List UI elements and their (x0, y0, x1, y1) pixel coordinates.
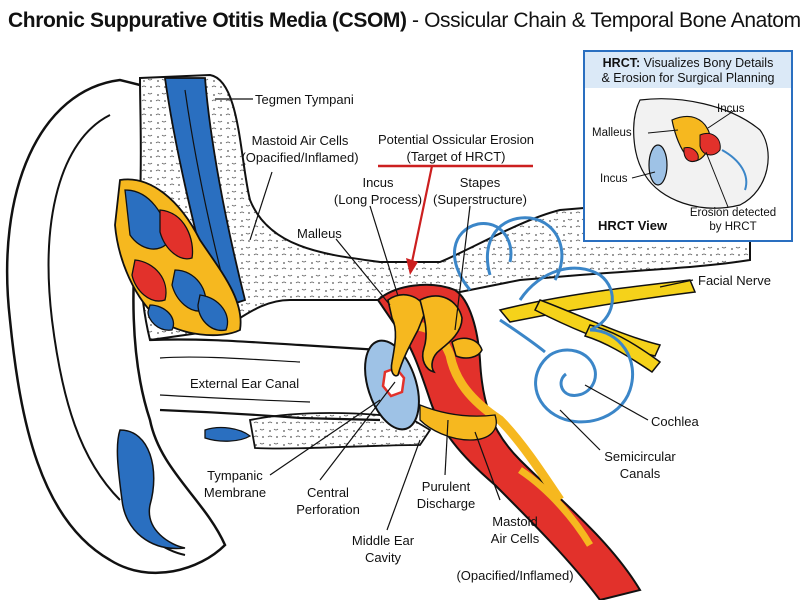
inset-erosion-label-1: Erosion detected (690, 207, 776, 219)
label-semicircular-2: Canals (620, 466, 661, 481)
label-incus-2: (Long Process) (334, 192, 422, 207)
inset-erosion-spot-2 (683, 147, 699, 162)
inset-view-label: HRCT View (598, 218, 668, 233)
inset-inner-ear (721, 149, 748, 191)
title-rest: - Ossicular Chain & Temporal Bone Anatom… (406, 9, 800, 32)
inset-label-incus-left: Incus (600, 173, 628, 185)
label-mastoid-top-1: Mastoid Air Cells (252, 133, 349, 148)
inset-header-line1: HRCT: Visualizes Bony Details (603, 56, 774, 70)
inset-ossicle (671, 115, 711, 162)
erosion-indicator (378, 164, 533, 275)
inset-header-bold: HRCT: (603, 56, 641, 70)
inset-erosion-spot (699, 133, 721, 156)
label-central-2: Perforation (296, 502, 360, 517)
stapes-bone (451, 337, 483, 359)
label-erosion-1: Potential Ossicular Erosion (378, 132, 534, 147)
label-central-1: Central (307, 485, 349, 500)
inset-label-malleus: Malleus (592, 127, 632, 139)
label-erosion-2: (Target of HRCT) (407, 149, 506, 164)
label-stapes-1: Stapes (460, 175, 501, 190)
label-tympanic-1: Tympanic (207, 468, 263, 483)
label-semicircular-1: Semicircular (604, 449, 676, 464)
mastoid-air-cells-upper (114, 178, 242, 337)
hrct-inset: HRCT: Visualizes Bony Details & Erosion … (583, 50, 793, 242)
facial-nerve (498, 279, 697, 374)
inset-membrane (648, 144, 668, 186)
label-external-canal: External Ear Canal (190, 376, 299, 391)
label-middle-ear-2: Cavity (365, 550, 402, 565)
label-mastoid-top-2: (Opacified/Inflamed) (241, 150, 358, 165)
inset-header-line2: & Erosion for Surgical Planning (601, 71, 774, 85)
inset-erosion-label-2: by HRCT (709, 221, 756, 233)
label-tegmen: Tegmen Tympani (255, 92, 354, 107)
label-cochlea: Cochlea (651, 414, 699, 429)
label-tympanic-2: Membrane (204, 485, 266, 500)
label-facial-nerve: Facial Nerve (698, 273, 771, 288)
label-incus-1: Incus (362, 175, 394, 190)
inner-ear (453, 216, 635, 424)
label-purulent-1: Purulent (422, 479, 471, 494)
label-mastoid-bottom-3: (Opacified/Inflamed) (456, 568, 573, 583)
label-stapes-2: (Superstructure) (433, 192, 527, 207)
label-middle-ear-1: Middle Ear (352, 533, 415, 548)
external-canal (149, 338, 381, 442)
page-title: Chronic Suppurative Otitis Media (CSOM) … (8, 6, 800, 36)
label-mastoid-bottom-1: Mastoid (492, 514, 538, 529)
ossicles (387, 294, 483, 377)
leader-lines (215, 98, 694, 531)
labels: Tegmen Tympani Mastoid Air Cells (Opacif… (190, 92, 771, 583)
temporal-bone (138, 73, 751, 450)
title-bold: Chronic Suppurative Otitis Media (CSOM) (8, 9, 407, 32)
inset-header-rest: Visualizes Bony Details (640, 56, 773, 70)
label-malleus: Malleus (297, 226, 342, 241)
label-purulent-2: Discharge (417, 496, 476, 511)
label-mastoid-bottom-2: Air Cells (491, 531, 540, 546)
inset-label-incus-top: Incus (717, 103, 745, 115)
incus-bone (419, 295, 463, 374)
